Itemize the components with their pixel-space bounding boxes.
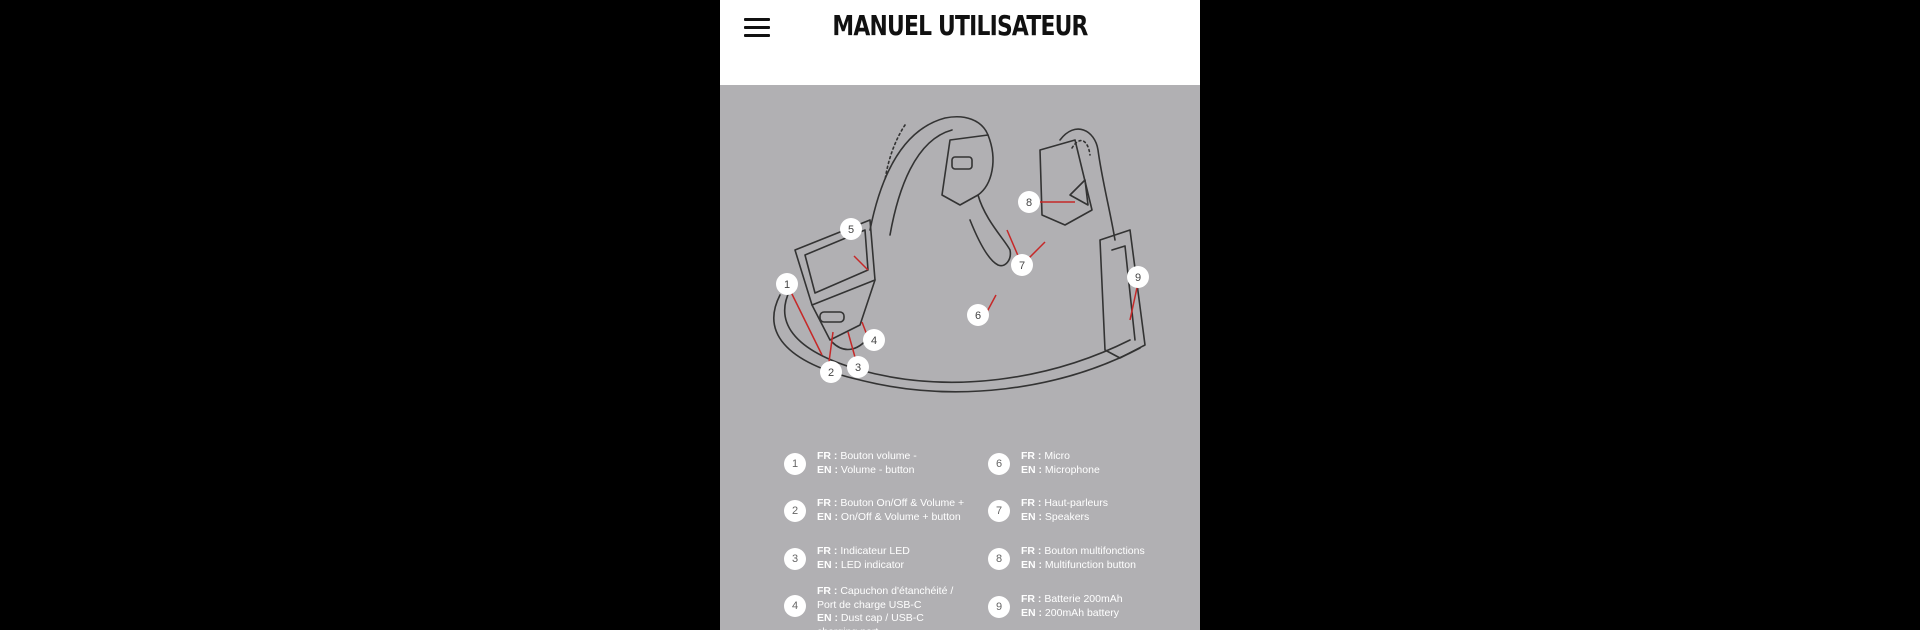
legend-number: 7	[988, 500, 1010, 522]
callout-7-badge: 7	[1011, 254, 1033, 276]
legend-number: 3	[784, 548, 806, 570]
svg-text:1: 1	[784, 279, 790, 291]
legend-fr-text: Bouton volume -	[840, 450, 917, 462]
svg-text:6: 6	[975, 310, 981, 322]
svg-text:3: 3	[855, 362, 861, 374]
legend-item: 9 FR : Batterie 200mAh EN : 200mAh batte…	[988, 593, 1123, 620]
app-header: MANUEL UTILISATEUR	[720, 0, 1200, 85]
legend-en-text: 200mAh battery	[1044, 606, 1120, 619]
page-title: MANUEL UTILISATEUR	[832, 9, 1088, 42]
callout-6-badge: 6	[967, 304, 989, 326]
legend-item: 1 FR : Bouton volume - EN : Volume - but…	[784, 450, 917, 477]
legend-en-text: Speakers	[1044, 510, 1090, 523]
legend-fr-text: Bouton On/Off & Volume +	[840, 497, 965, 509]
legend-number: 4	[784, 595, 806, 617]
legend-item: 3 FR : Indicateur LED EN : LED indicator	[784, 545, 910, 572]
legend-en-text: LED indicator	[840, 558, 904, 571]
svg-text:5: 5	[848, 224, 854, 236]
callout-4-badge: 4	[863, 329, 885, 351]
hamburger-menu-icon[interactable]	[744, 18, 772, 42]
legend-number: 1	[784, 453, 806, 475]
legend-item: 2 FR : Bouton On/Off & Volume + EN : On/…	[784, 497, 964, 524]
legend-item: 7 FR : Haut-parleurs EN : Speakers	[988, 497, 1108, 524]
callout-3-badge: 3	[847, 356, 869, 378]
svg-text:8: 8	[1026, 197, 1032, 209]
legend-fr-text: Micro	[1044, 450, 1071, 462]
legend-fr-text: Bouton multifonctions	[1044, 545, 1145, 557]
svg-text:2: 2	[828, 367, 834, 379]
legend-fr-text: Indicateur LED	[840, 545, 910, 557]
legend-number: 8	[988, 548, 1010, 570]
legend-fr-text: Batterie 200mAh	[1044, 593, 1123, 605]
legend-number: 9	[988, 596, 1010, 618]
callout-5-badge: 5	[840, 218, 862, 240]
legend-number: 2	[784, 500, 806, 522]
legend-en-text: Dust cap / USB-C charging port	[817, 612, 924, 630]
diagram-callouts: 1 2 3 4 5 6 7 8 9	[776, 191, 1149, 383]
legend-en-text: On/Off & Volume + button	[840, 510, 961, 523]
svg-text:9: 9	[1135, 272, 1141, 284]
legend-fr-text: Haut-parleurs	[1044, 497, 1108, 509]
callout-2-badge: 2	[820, 361, 842, 383]
legend-fr-text: Capuchon d'étanchéité / Port de charge U…	[817, 585, 954, 611]
legend-en-text: Volume - button	[840, 463, 915, 476]
callout-1-badge: 1	[776, 273, 798, 295]
callout-9-badge: 9	[1127, 266, 1149, 288]
legend-en-text: Microphone	[1044, 463, 1100, 476]
callout-8-badge: 8	[1018, 191, 1040, 213]
legend-item: 4 FR : Capuchon d'étanchéité / Port de c…	[784, 585, 954, 630]
legend-item: 8 FR : Bouton multifonctions EN : Multif…	[988, 545, 1145, 572]
legend-en-text: Multifunction button	[1044, 558, 1136, 571]
headphones-diagram: 1 2 3 4 5 6 7 8 9	[773, 116, 1149, 393]
svg-text:7: 7	[1019, 260, 1025, 272]
legend-number: 6	[988, 453, 1010, 475]
phone-screen: MANUEL UTILISATEUR	[720, 0, 1200, 630]
svg-text:4: 4	[871, 335, 877, 347]
legend-item: 6 FR : Micro EN : Microphone	[988, 450, 1100, 477]
